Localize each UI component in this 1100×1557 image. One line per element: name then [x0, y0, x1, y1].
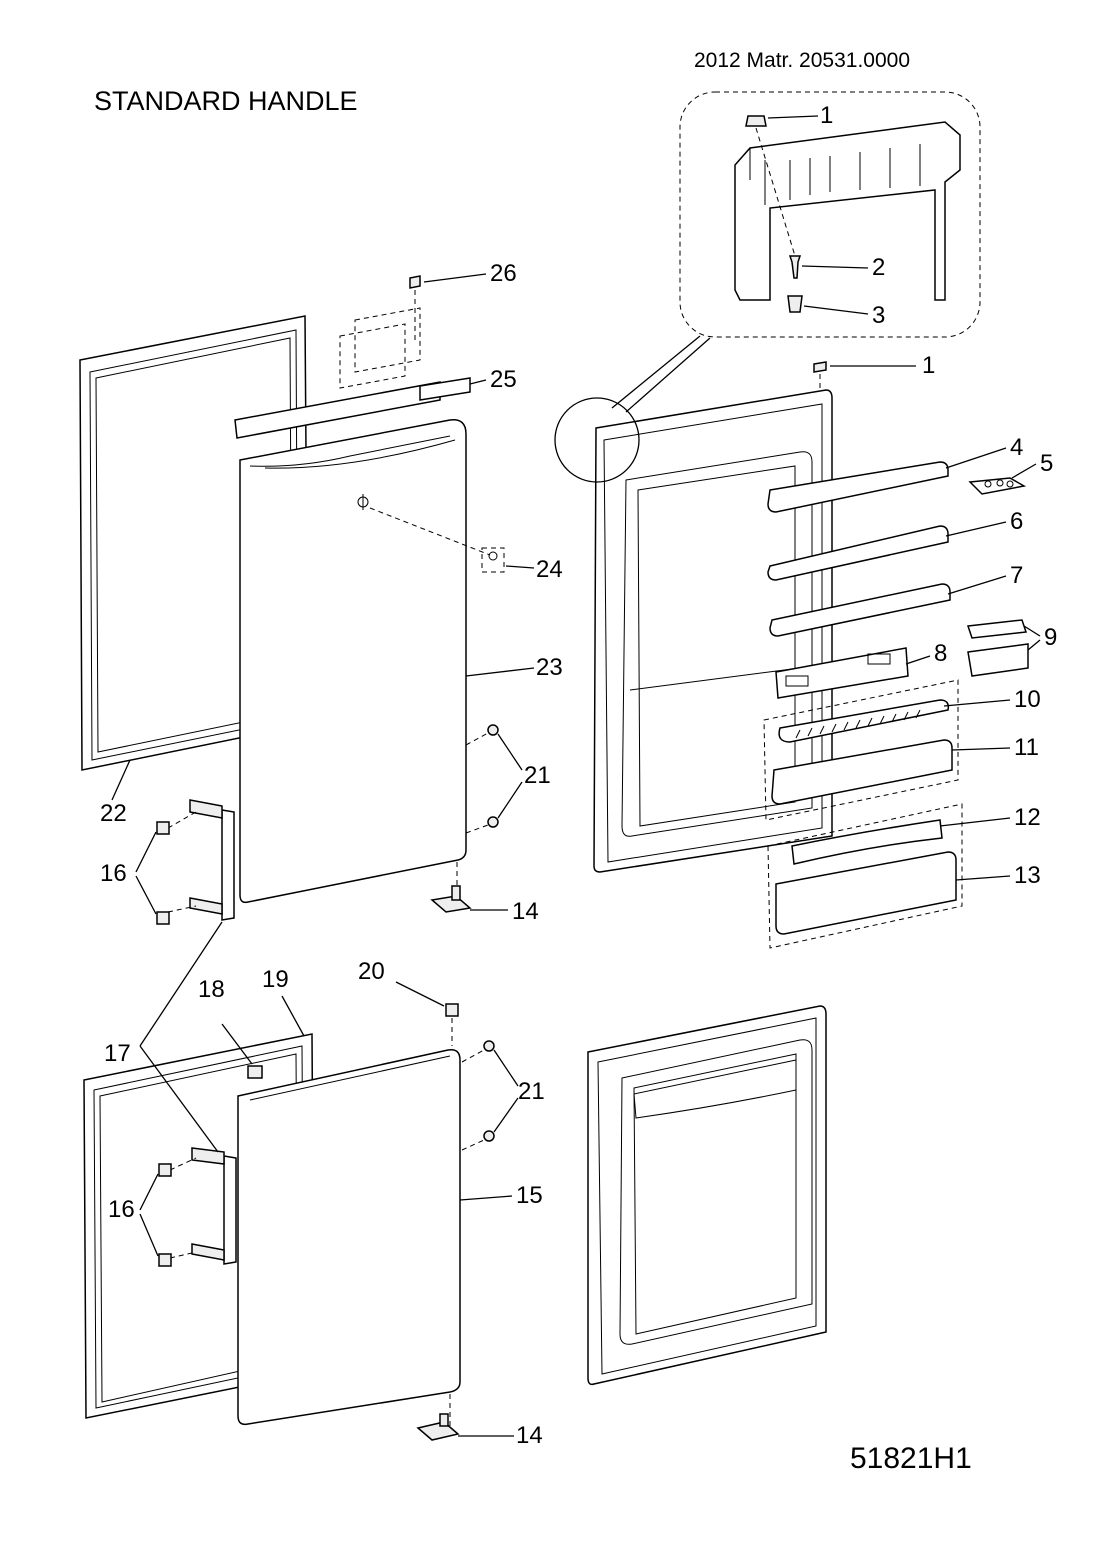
part-label-6: 6: [1010, 508, 1024, 535]
part-label-1: 1: [820, 102, 834, 129]
part-label-21-lower: 21: [518, 1078, 545, 1105]
plug: [221, 1023, 263, 1079]
upper-screws: [465, 724, 523, 834]
egg-tray: [968, 463, 1037, 495]
part-label-14-lower: 14: [516, 1422, 543, 1449]
bottle-shelf-group: [763, 679, 1011, 821]
part-label-21-upper: 21: [524, 762, 551, 789]
part-label-3: 3: [872, 302, 886, 329]
part-label-26: 26: [490, 260, 517, 287]
lower-handle: [139, 1045, 237, 1267]
page-title: STANDARD HANDLE: [94, 86, 358, 116]
part-label-25: 25: [490, 366, 517, 393]
part-label-19: 19: [262, 966, 289, 993]
part-label-5: 5: [1040, 450, 1054, 477]
lower-hinge-pin: [416, 1413, 514, 1441]
part-label-24: 24: [536, 556, 563, 583]
top-door: [239, 419, 535, 904]
part-label-1-second: 1: [922, 352, 936, 379]
bottom-door-liner: [587, 1005, 827, 1386]
shelf-bracket: [775, 647, 931, 699]
top-trim: [234, 273, 487, 439]
lower-screws: [461, 1040, 519, 1151]
part-label-10: 10: [1014, 686, 1041, 713]
bottom-door: [237, 1048, 513, 1428]
part-label-20: 20: [358, 958, 385, 985]
upper-handle: [135, 799, 235, 1047]
part-label-4: 4: [1010, 434, 1024, 461]
butter-box: [966, 619, 1041, 677]
material-number: 2012 Matr. 20531.0000: [694, 49, 911, 72]
part-label-13: 13: [1014, 862, 1041, 889]
part-label-16-lower: 16: [108, 1196, 135, 1223]
door-shelves: [767, 447, 1007, 637]
part-label-17: 17: [104, 1040, 131, 1067]
part-label-15: 15: [516, 1182, 543, 1209]
part-label-11: 11: [1014, 734, 1039, 761]
part-label-8: 8: [934, 640, 948, 667]
part-label-12: 12: [1014, 804, 1041, 831]
part-label-18: 18: [198, 976, 225, 1003]
part-label-22: 22: [100, 800, 127, 827]
part-label-9: 9: [1044, 624, 1058, 651]
upper-hinge-pin: [430, 885, 508, 913]
part-label-7: 7: [1010, 562, 1024, 589]
detail-inset: [611, 91, 981, 413]
part-label-23: 23: [536, 654, 563, 681]
upper-pin-bottom-door: [395, 981, 459, 1046]
part-label-2: 2: [872, 254, 886, 281]
part-label-14-upper: 14: [512, 898, 539, 925]
diagram-code: 51821H1: [850, 1442, 972, 1475]
part-label-16-upper: 16: [100, 860, 127, 887]
bottom-shelf-group: [767, 803, 1011, 949]
